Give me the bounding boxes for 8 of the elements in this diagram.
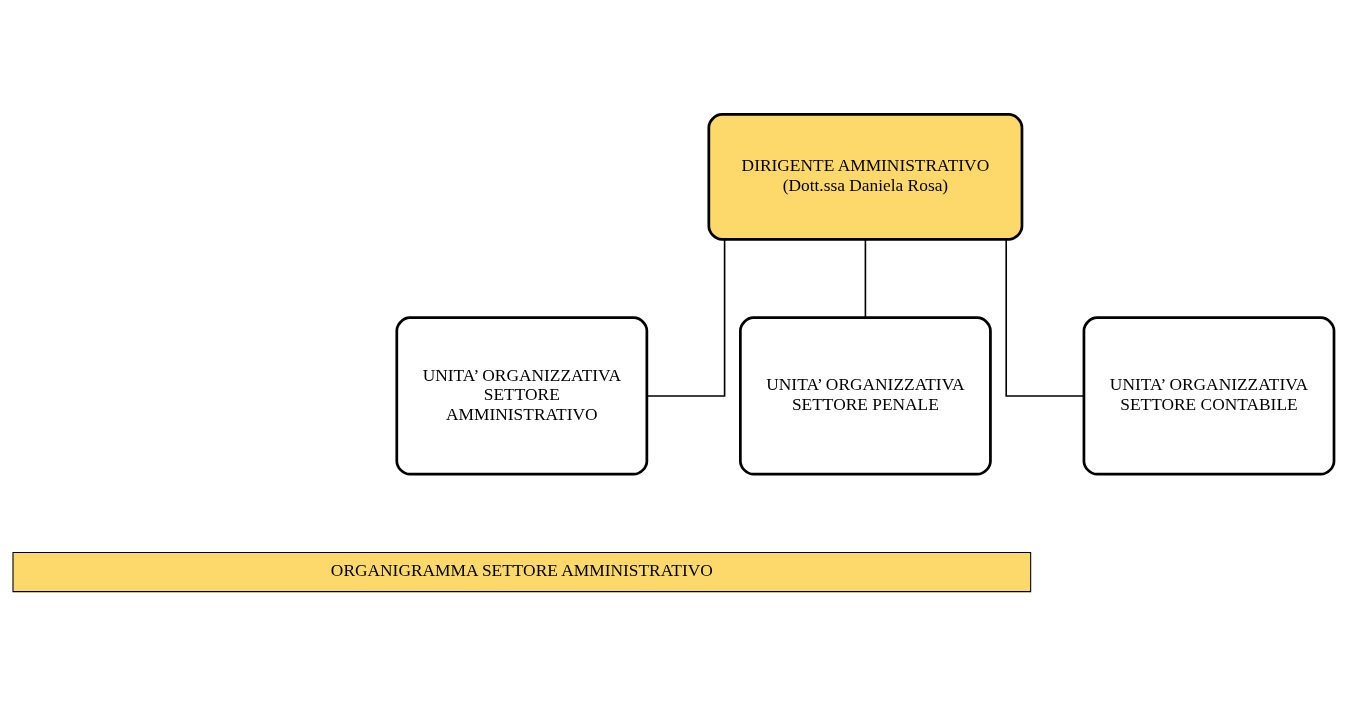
connector: [646, 238, 726, 397]
node-box: UNITA’ ORGANIZZATIVA SETTORE CONTABILE: [1082, 316, 1336, 476]
node-box: ORGANIGRAMMA SETTORE AMMINISTRATIVO: [12, 551, 1032, 593]
connector: [1005, 238, 1085, 397]
node-box: UNITA’ ORGANIZZATIVA SETTORE PENALE: [739, 316, 992, 476]
connector: [864, 238, 867, 319]
node-box: UNITA’ ORGANIZZATIVA SETTORE AMMINISTRATIVO: [395, 316, 649, 476]
node-box: DIRIGENTE AMMINISTRATIVO (Dott.ssa Daniela Rosa): [707, 113, 1024, 241]
